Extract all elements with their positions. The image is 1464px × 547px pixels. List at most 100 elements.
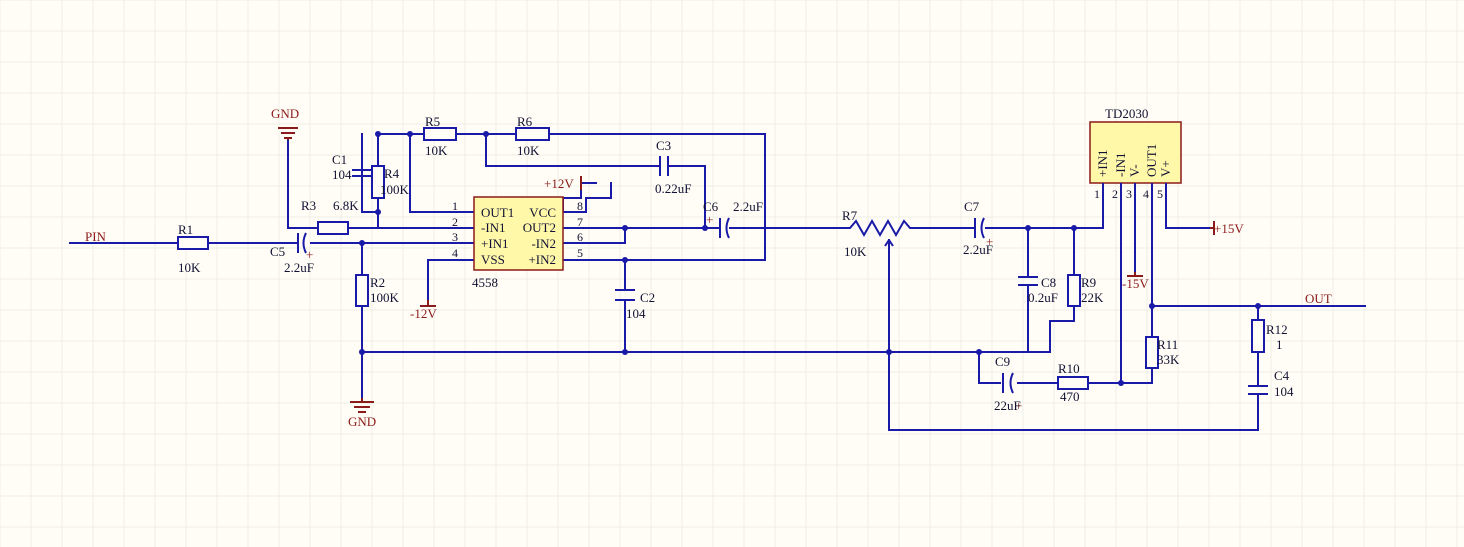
c7-polarity: + [986, 234, 993, 249]
u2-pin2-name: -IN1 [1113, 152, 1128, 177]
neg12-label: -12V [410, 306, 437, 321]
c8-value: 0.2uF [1028, 290, 1058, 305]
capacitor-c8[interactable]: C8 0.2uF [1018, 275, 1058, 305]
resistor-r10[interactable]: R10 470 [1057, 361, 1089, 404]
potentiometer-r7[interactable]: R7 10K [840, 208, 920, 259]
c7-value: 2.2uF [963, 242, 993, 257]
u1-pin8-num: 8 [577, 199, 583, 213]
gnd-bottom-label: GND [348, 414, 376, 429]
c5-ref: C5 [270, 244, 285, 259]
u2-pin2-num: 2 [1112, 187, 1118, 201]
neg15-label: -15V [1122, 276, 1149, 291]
pos15-symbol: +15V [1210, 221, 1244, 236]
capacitor-c7[interactable]: + C7 2.2uF [963, 199, 993, 257]
junctions [359, 131, 1261, 386]
r9-ref: R9 [1081, 275, 1096, 290]
u2-part: TD2030 [1105, 106, 1148, 121]
u1-pin5-num: 5 [577, 246, 583, 260]
ic-4558[interactable]: 1 2 3 4 8 7 6 5 OUT1 -IN1 +IN1 VSS VCC O… [428, 196, 587, 290]
resistor-r12[interactable]: R12 1 [1251, 319, 1288, 353]
r5-ref: R5 [425, 114, 440, 129]
c2-ref: C2 [640, 290, 655, 305]
r12-ref: R12 [1266, 322, 1288, 337]
r1-value: 10K [178, 260, 201, 275]
c9-polarity: + [1015, 398, 1022, 413]
u1-pin5-name: +IN2 [528, 252, 556, 267]
r2-value: 100K [370, 290, 400, 305]
c8-ref: C8 [1041, 275, 1056, 290]
resistor-r11[interactable]: R11 33K [1145, 336, 1180, 369]
capacitor-c4[interactable]: C4 104 [1248, 368, 1294, 431]
u1-pin6-name: -IN2 [531, 236, 556, 251]
c5-polarity: + [306, 247, 313, 262]
c6-ref: C6 [703, 199, 719, 214]
u1-pin1-num: 1 [452, 199, 458, 213]
r4-value: 100K [380, 182, 410, 197]
c7-ref: C7 [964, 199, 980, 214]
resistor-r3[interactable]: R3 6.8K [301, 198, 359, 235]
u2-pin4-name: OUT1 [1144, 144, 1159, 177]
r3-value: 6.8K [333, 198, 359, 213]
u2-pin3-num: 3 [1126, 187, 1132, 201]
u2-pin3-name: V- [1127, 164, 1142, 177]
c4-ref: C4 [1274, 368, 1290, 383]
neg12-symbol: -12V [410, 300, 437, 321]
u2-pin5-name: V+ [1158, 160, 1173, 177]
c9-ref: C9 [995, 354, 1010, 369]
u1-pin8-name: VCC [529, 205, 556, 220]
gnd-top-symbol: GND [271, 106, 299, 140]
u1-pin4-name: VSS [481, 252, 505, 267]
u1-pin4-num: 4 [452, 246, 458, 260]
resistor-r5[interactable]: R5 10K [423, 114, 457, 158]
resistor-r4[interactable]: R4 100K [371, 165, 410, 199]
r5-value: 10K [425, 143, 448, 158]
r9-value: 22K [1081, 290, 1104, 305]
r4-ref: R4 [384, 166, 400, 181]
u1-pin3-num: 3 [452, 230, 458, 244]
u2-pin5-num: 5 [1157, 187, 1163, 201]
u1-part: 4558 [472, 275, 498, 290]
r12-value: 1 [1276, 337, 1283, 352]
r10-value: 470 [1060, 389, 1080, 404]
r1-ref: R1 [178, 222, 193, 237]
c3-ref: C3 [656, 138, 671, 153]
pos12-symbol: +12V [544, 176, 582, 191]
u1-pin6-num: 6 [577, 230, 583, 244]
capacitor-c6[interactable]: + C6 2.2uF [703, 199, 763, 239]
capacitor-c1[interactable]: C1 104 [332, 152, 372, 182]
c5-value: 2.2uF [284, 260, 314, 275]
c4-value: 104 [1274, 384, 1294, 399]
c9-value: 22uF [994, 398, 1021, 413]
u1-pin2-num: 2 [452, 215, 458, 229]
c1-value: 104 [332, 167, 352, 182]
r3-ref: R3 [301, 198, 316, 213]
capacitor-c2[interactable]: C2 104 [615, 289, 655, 321]
r2-ref: R2 [370, 275, 385, 290]
resistor-r9[interactable]: R9 22K [1067, 274, 1104, 307]
capacitor-c3[interactable]: C3 0.22uF [655, 138, 691, 196]
r6-ref: R6 [517, 114, 533, 129]
u2-pin1-name: +IN1 [1095, 149, 1110, 177]
c2-value: 104 [626, 306, 646, 321]
resistor-r6[interactable]: R6 10K [515, 114, 550, 158]
capacitor-c9[interactable]: + C9 22uF [994, 354, 1022, 413]
neg15-symbol: -15V [1122, 272, 1149, 291]
c3-value: 0.22uF [655, 181, 691, 196]
gnd-top-label: GND [271, 106, 299, 121]
r10-ref: R10 [1058, 361, 1080, 376]
r7-value: 10K [844, 244, 867, 259]
r11-ref: R11 [1157, 337, 1178, 352]
pos15-label: +15V [1214, 221, 1244, 236]
u1-pin3-name: +IN1 [481, 236, 509, 251]
capacitor-c5[interactable]: + C5 2.2uF [270, 232, 314, 275]
u2-pin4-num: 4 [1143, 187, 1149, 201]
r6-value: 10K [517, 143, 540, 158]
u1-pin7-name: OUT2 [523, 220, 556, 235]
resistor-r2[interactable]: R2 100K [355, 274, 400, 307]
resistor-r1[interactable]: R1 10K [177, 222, 209, 275]
c6-polarity: + [706, 212, 713, 227]
input-port-label: PIN [85, 229, 107, 244]
